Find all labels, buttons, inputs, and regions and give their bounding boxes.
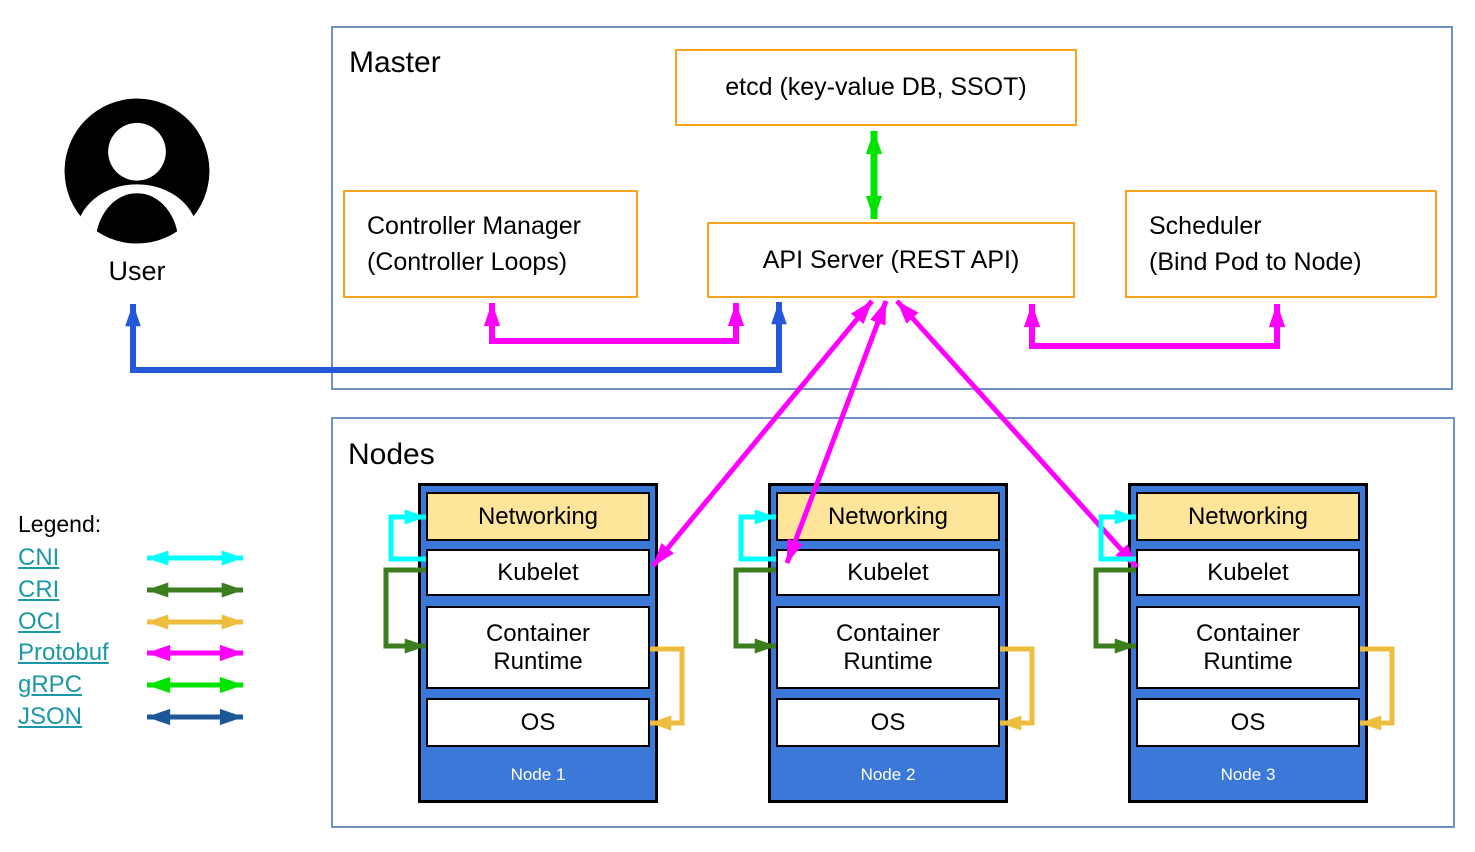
node-2-os-label: OS [870,708,906,736]
legend-item-protobuf: Protobuf [18,638,109,668]
scheduler-label-line1: Scheduler [1149,212,1262,240]
node-1-os-box: OS [426,698,650,747]
node-1-networking-box: Networking [426,492,650,541]
node-1-container-runtime-label: Container Runtime [485,619,591,675]
node-2-networking-label: Networking [827,502,949,530]
etcd-box: etcd (key-value DB, SSOT) [675,49,1077,126]
node-3-kubelet-box: Kubelet [1136,549,1360,596]
node-1-networking-label: Networking [477,502,599,530]
node-1-os-label: OS [520,708,556,736]
node-2-container: Networking Kubelet Container Runtime OS … [768,483,1008,803]
legend-link-grpc[interactable]: gRPC [18,671,83,698]
node-2-networking-box: Networking [776,492,1000,541]
node-1-name: Node 1 [510,765,566,784]
legend-item-cni: CNI [18,543,59,573]
node-1-kubelet-box: Kubelet [426,549,650,596]
legend-item-grpc: gRPC [18,670,82,700]
node-1-container: Networking Kubelet Container Runtime OS … [418,483,658,803]
api-server-label: API Server (REST API) [762,245,1020,274]
controller-manager-label-line2: (Controller Loops) [367,248,568,276]
node-3-os-label: OS [1230,708,1266,736]
legend-item-cri: CRI [18,575,59,605]
node-2-container-runtime-label: Container Runtime [835,619,941,675]
node-3-container-runtime-label: Container Runtime [1195,619,1301,675]
node-2-os-box: OS [776,698,1000,747]
legend-title: Legend: [18,511,102,537]
node-3-name: Node 3 [1220,765,1276,784]
node-3-kubelet-label: Kubelet [1207,558,1289,586]
etcd-label: etcd (key-value DB, SSOT) [725,73,1027,101]
scheduler-label-line2: (Bind Pod to Node) [1149,248,1362,276]
node-1-container-runtime-box: Container Runtime [426,606,650,689]
node-2-name: Node 2 [860,765,916,784]
user-icon [64,98,210,244]
node-1-kubelet-label: Kubelet [497,558,579,586]
legend-item-oci: OCI [18,607,61,637]
node-3-container-runtime-box: Container Runtime [1136,606,1360,689]
controller-manager-label-line1: Controller Manager [367,212,581,240]
legend-link-protobuf[interactable]: Protobuf [18,639,109,666]
legend-link-json[interactable]: JSON [18,703,83,730]
nodes-label: Nodes [348,438,435,471]
legend-link-cri[interactable]: CRI [18,576,60,603]
node-3-networking-box: Networking [1136,492,1360,541]
user-label: User [108,256,166,286]
controller-manager-box: Controller Manager (Controller Loops) [343,190,638,298]
node-2-kubelet-label: Kubelet [847,558,929,586]
master-label: Master [349,46,441,79]
node-2-container-runtime-box: Container Runtime [776,606,1000,689]
node-3-networking-label: Networking [1187,502,1309,530]
legend-link-oci[interactable]: OCI [18,608,61,635]
legend-link-cni[interactable]: CNI [18,544,60,571]
api-server-box: API Server (REST API) [707,222,1075,298]
scheduler-box: Scheduler (Bind Pod to Node) [1125,190,1437,298]
legend-item-json: JSON [18,702,82,732]
node-2-kubelet-box: Kubelet [776,549,1000,596]
node-3-os-box: OS [1136,698,1360,747]
node-3-container: Networking Kubelet Container Runtime OS … [1128,483,1368,803]
